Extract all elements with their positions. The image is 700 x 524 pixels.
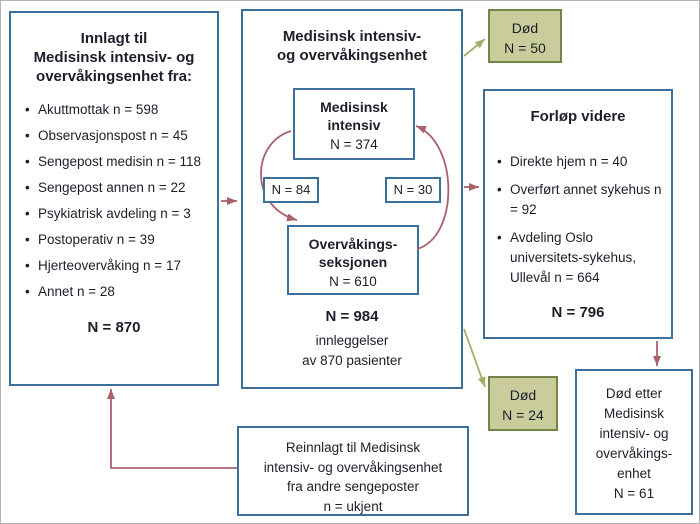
icu-title: Medisinsk intensiv- og overvåkingsenhet xyxy=(243,11,461,65)
list-item: Observasjonspost n = 45 xyxy=(25,128,217,143)
observation-label-line: Overvåkings- xyxy=(308,236,398,252)
death-n: N = 50 xyxy=(504,40,546,56)
list-item: Psykiatrisk avdeling n = 3 xyxy=(25,206,217,221)
arrow-icu-to-death-bottom xyxy=(463,328,486,388)
list-item: Postoperativ n = 39 xyxy=(25,232,217,247)
admitted-title: Innlagt til Medisinsk intensiv- og overv… xyxy=(11,13,217,86)
list-item: Sengepost annen n = 22 xyxy=(25,180,217,195)
arrow-icu-to-death-top xyxy=(463,38,486,57)
icu-caption-line: innleggelser xyxy=(315,333,389,348)
readmitted-line: fra andre sengeposter xyxy=(286,479,420,494)
readmitted-box: Reinnlagt til Medisinsk intensiv- og ove… xyxy=(237,426,469,516)
icu-caption-line: av 870 pasienter xyxy=(302,353,402,368)
icu-title-line: og overvåkingsenhet xyxy=(276,47,428,64)
observation-unit-n: N = 610 xyxy=(329,274,377,289)
transfer-down-count-box: N = 84 xyxy=(263,177,319,203)
list-item: Sengepost medisin n = 118 xyxy=(25,154,217,169)
arrow-readmitted-to-admitted xyxy=(107,389,237,469)
death-after-line: Medisinsk xyxy=(603,406,665,421)
admitted-from-box: Innlagt til Medisinsk intensiv- og overv… xyxy=(9,11,219,386)
death-in-icu-box: Død N = 50 xyxy=(488,9,562,63)
intensive-unit-box: Medisinsk intensiv N = 374 xyxy=(293,88,415,160)
list-item: Avdeling Oslo universitets-sykehus, Ulle… xyxy=(497,228,663,288)
admitted-total: N = 870 xyxy=(87,319,141,336)
list-item: Direkte hjem n = 40 xyxy=(497,152,663,172)
icu-total-n: N = 984 xyxy=(325,308,379,325)
list-item: Hjerteovervåking n = 17 xyxy=(25,258,217,273)
death-after-line: overvåkings- xyxy=(595,446,673,461)
death-in-observation-box: Død N = 24 xyxy=(488,376,558,431)
list-item: Overført annet sykehus n = 92 xyxy=(497,180,663,220)
observation-label-line: seksjonen xyxy=(318,254,388,270)
death-after-line: Død etter xyxy=(605,386,663,401)
death-after-icu-box: Død etter Medisinsk intensiv- og overvåk… xyxy=(575,369,693,515)
intensive-unit-n: N = 374 xyxy=(330,137,378,152)
death-after-line: intensiv- og xyxy=(599,426,669,441)
icu-title-line: Medisinsk intensiv- xyxy=(282,28,422,45)
death-n: N = 24 xyxy=(502,407,544,423)
followup-total: N = 796 xyxy=(551,304,605,321)
admitted-title-line: Innlagt til xyxy=(80,30,148,47)
admitted-title-line: Medisinsk intensiv- og xyxy=(33,49,195,66)
readmitted-n: n = ukjent xyxy=(323,498,383,514)
followup-title: Forløp videre xyxy=(530,108,626,125)
death-after-n: N = 61 xyxy=(613,486,655,501)
observation-unit-box: Overvåkings- seksjonen N = 610 xyxy=(287,225,419,295)
admitted-list: Akuttmottak n = 598 Observasjonspost n =… xyxy=(25,102,217,299)
intensive-unit-label: Medisinsk intensiv xyxy=(320,99,388,133)
death-after-line: enhet xyxy=(617,466,651,481)
death-label: Død xyxy=(509,387,537,403)
icu-totals: N = 984 innleggelser av 870 pasienter xyxy=(243,308,461,371)
death-label: Død xyxy=(511,20,539,36)
readmitted-line: Reinnlagt til Medisinsk xyxy=(285,440,421,455)
observation-unit-label: Overvåkings- seksjonen xyxy=(289,235,417,271)
list-item: Akuttmottak n = 598 xyxy=(25,102,217,117)
readmitted-line: intensiv- og overvåkingsenhet xyxy=(263,459,443,475)
transfer-up-count-box: N = 30 xyxy=(385,177,441,203)
followup-list: Direkte hjem n = 40 Overført annet sykeh… xyxy=(497,152,663,288)
followup-box: Forløp videre Direkte hjem n = 40 Overfø… xyxy=(483,89,673,339)
admitted-title-line: overvåkingsenhet fra: xyxy=(36,68,192,85)
list-item: Annet n = 28 xyxy=(25,284,217,299)
